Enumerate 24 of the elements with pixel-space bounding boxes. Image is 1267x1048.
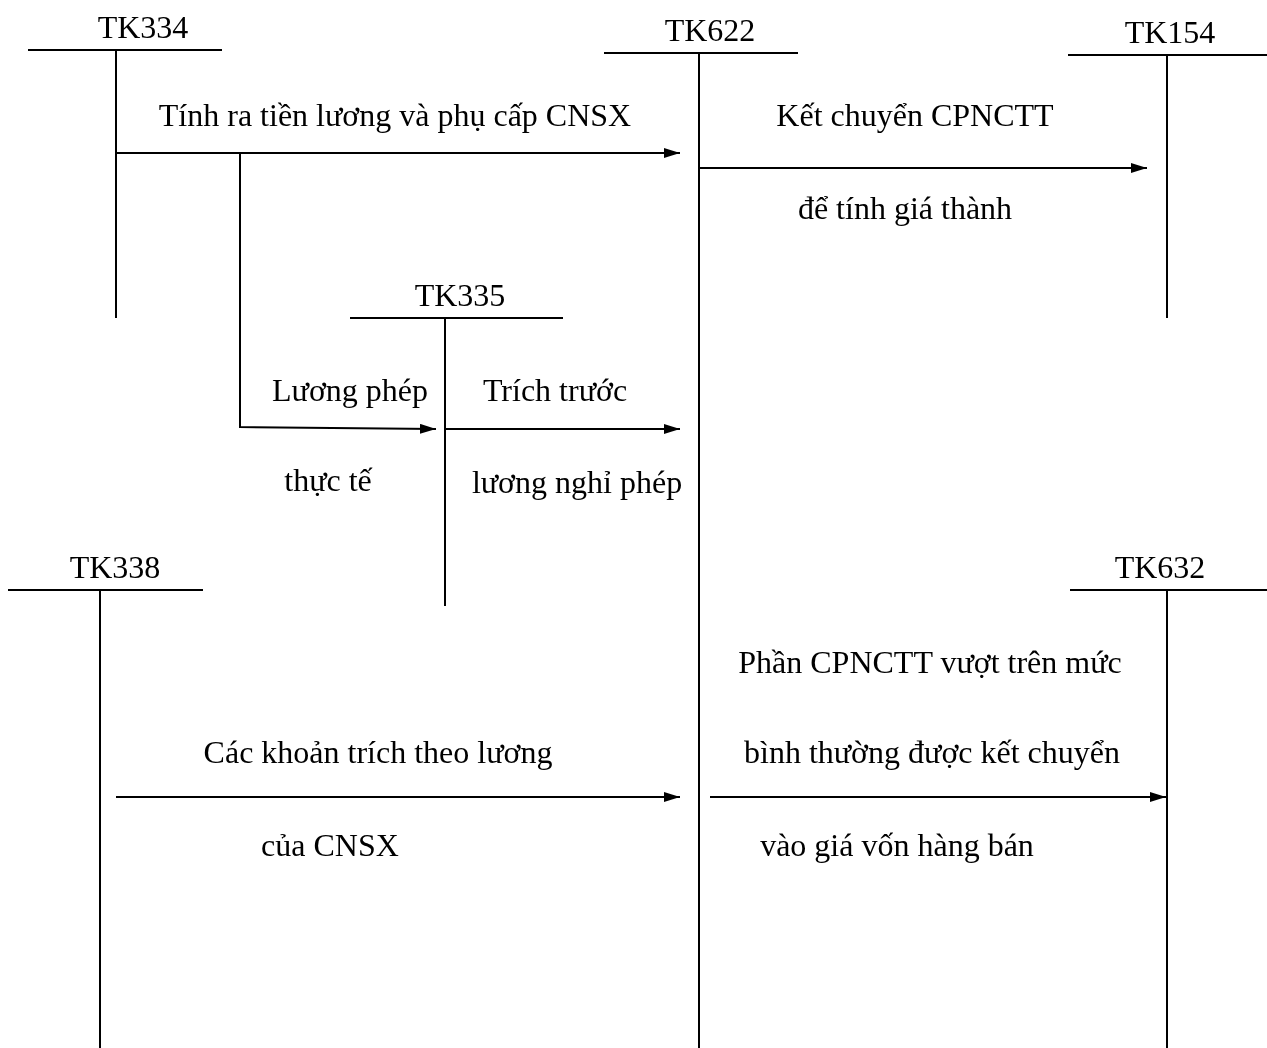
edge-label: của CNSX: [261, 827, 399, 863]
account-title: TK622: [664, 12, 756, 48]
edge-label: thực tế: [284, 462, 372, 498]
account-title: TK334: [97, 9, 189, 45]
account-title: TK632: [1114, 549, 1206, 585]
edge-label: Trích trước: [482, 372, 628, 408]
edge-label: Tính ra tiền lương và phụ cấp CNSX: [158, 97, 632, 133]
edge-label: Lương phép: [272, 372, 428, 408]
arrow: [444, 424, 681, 434]
edge-label: vào giá vốn hàng bán: [760, 827, 1034, 863]
arrow: [115, 148, 681, 158]
edge-label: bình thường được kết chuyển: [744, 734, 1120, 770]
edge-label: Phần CPNCTT vượt trên mức: [738, 644, 1122, 680]
arrow: [709, 792, 1167, 802]
arrow: [698, 163, 1148, 173]
arrow: [115, 792, 681, 802]
account-title: TK335: [414, 277, 506, 313]
edge-label: Các khoản trích theo lương: [203, 734, 553, 770]
account-title: TK338: [69, 549, 161, 585]
edge-label: lương nghỉ phép: [471, 464, 683, 500]
account-title: TK154: [1124, 14, 1216, 50]
edge-label: để tính giá thành: [797, 190, 1013, 226]
edge-label: Kết chuyển CPNCTT: [776, 97, 1054, 133]
arrow: [239, 152, 437, 434]
